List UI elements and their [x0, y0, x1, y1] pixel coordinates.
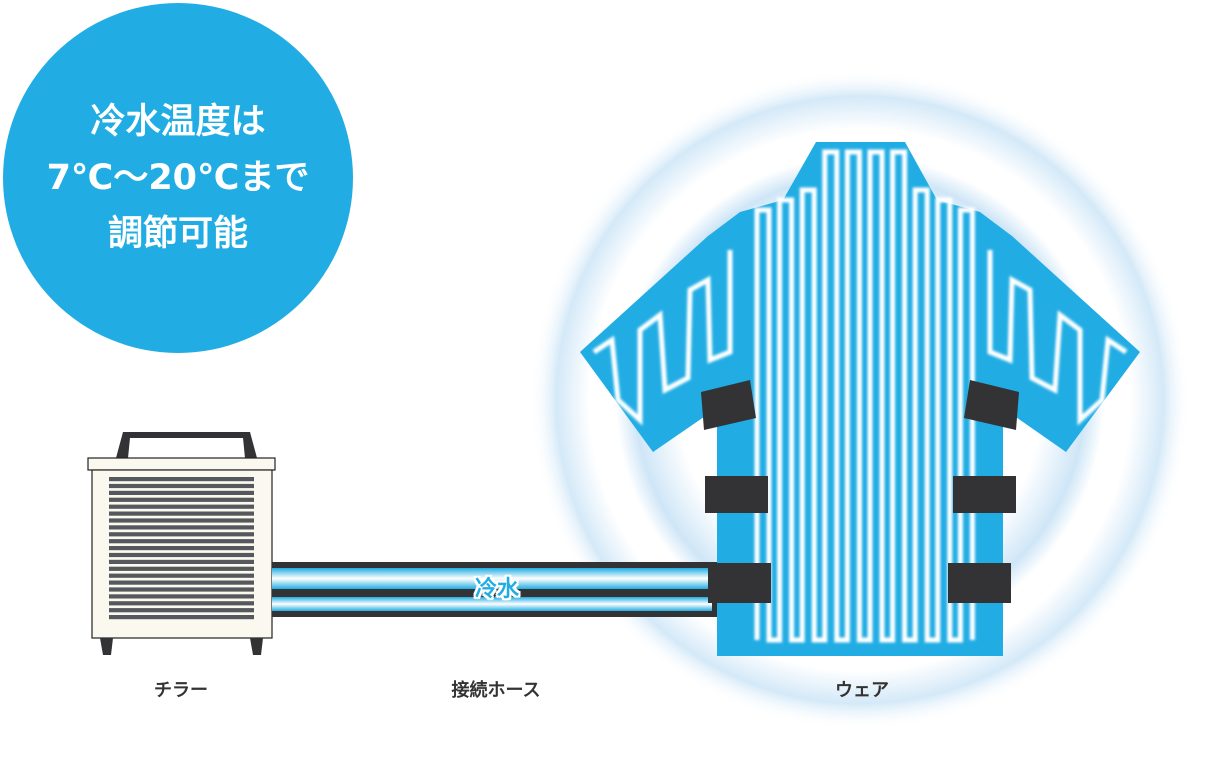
louver-slat — [109, 477, 254, 482]
left-sleeve-tube — [592, 250, 733, 426]
wear-straps — [701, 380, 1019, 603]
louver-slat — [109, 559, 254, 564]
louver-slat — [109, 532, 254, 537]
cold-water-label: 冷水 — [474, 577, 520, 602]
chiller-label: チラー — [154, 680, 208, 701]
louver-slat — [109, 518, 254, 523]
temperature-info-badge: 冷水温度は 7℃～20℃まで 調節可能 — [3, 3, 353, 353]
cooling-tube-pattern — [592, 149, 1128, 643]
louver-slat — [109, 511, 254, 516]
badge-line-2: 7℃～20℃まで — [46, 158, 310, 198]
hose-label: 接続ホース — [451, 680, 541, 701]
louver-slat — [109, 573, 254, 578]
louver-slat — [109, 483, 254, 489]
louver-slat — [109, 601, 254, 606]
louver-slat — [109, 546, 254, 551]
louver-slat — [109, 580, 254, 585]
louver-slat — [109, 552, 254, 558]
badge-line-3: 調節可能 — [107, 214, 248, 254]
body-tube-serpentine — [754, 149, 975, 643]
louver-slat — [109, 504, 254, 509]
chiller-vent-louvers — [109, 477, 254, 620]
louver-slat — [109, 587, 254, 592]
louver-slat — [109, 608, 254, 613]
louver-slat — [109, 497, 254, 502]
louver-slat — [109, 490, 254, 495]
chiller-unit — [87, 432, 276, 655]
connection-hose — [272, 562, 720, 617]
badge-line-1: 冷水温度は — [90, 102, 266, 142]
louver-slat — [109, 566, 254, 571]
right-sleeve-tube — [987, 250, 1128, 426]
wear-label: ウェア — [835, 680, 889, 701]
louver-slat — [109, 594, 254, 599]
louver-slat — [109, 539, 254, 544]
louver-slat — [109, 615, 254, 620]
cooling-wear — [580, 142, 1140, 656]
louver-slat — [109, 525, 254, 530]
